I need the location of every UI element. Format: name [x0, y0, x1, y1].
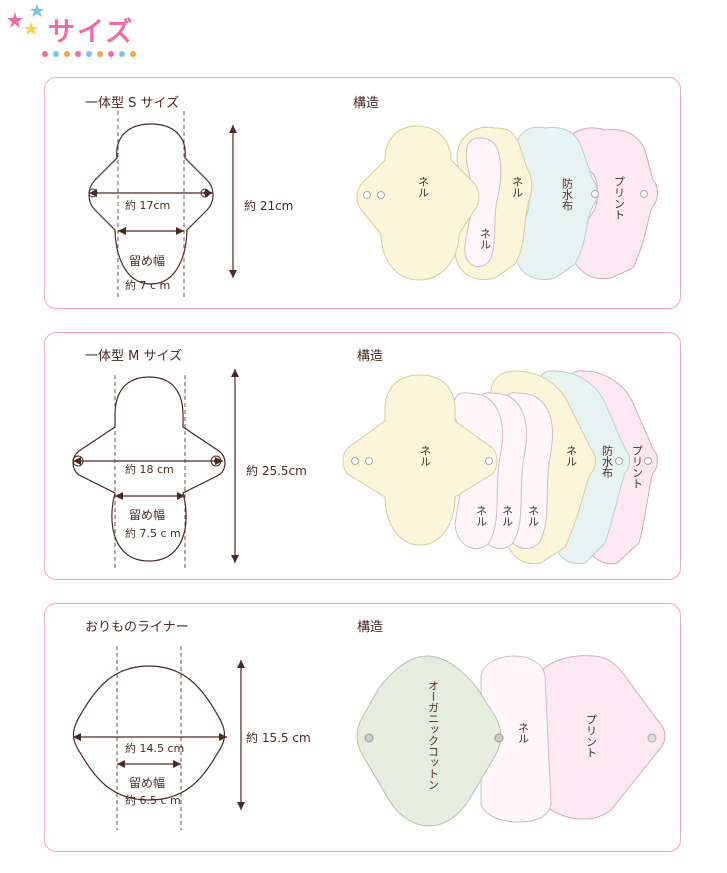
title-stars [7, 4, 44, 35]
layer-label: ネル [565, 445, 578, 467]
snap-width-label: 約 6.5 c m [125, 793, 181, 807]
layer-label: ネル [511, 176, 524, 198]
snap-label: 留め幅 [129, 775, 165, 790]
page-title: サイズ [48, 17, 135, 48]
arrow-icon [118, 227, 184, 235]
size-diagram-m: 約 18 cm 留め幅 約 7.5 c m 約 25.5cm [72, 369, 658, 569]
product-name: 一体型 M サイズ [85, 349, 183, 364]
layer-print [540, 655, 666, 820]
layer-label: 防水布 [561, 177, 574, 212]
layer-label: ネル [419, 445, 432, 467]
arrow-icon [229, 125, 237, 278]
height-label: 約 21cm [244, 198, 293, 213]
layer-flannel-back [454, 126, 533, 280]
layer-label: プリント [613, 176, 626, 220]
pad-outline [72, 665, 226, 801]
product-panel-m: 一体型 M サイズ 構造 約 18 cm 留め幅 約 7.5 c m 約 25.… [44, 332, 681, 580]
size-diagram-s: 約 17cm 留め幅 約 7 c m 約 21cm [88, 111, 658, 300]
arrow-icon [73, 733, 227, 741]
snap-label: 留め幅 [129, 507, 165, 522]
arrow-icon [89, 189, 213, 197]
dot-divider-icon [42, 51, 136, 57]
structure-label: 構造 [353, 96, 380, 111]
product-name: 一体型 S サイズ [85, 96, 180, 111]
layer-label: プリント [631, 445, 644, 489]
product-name: おりものライナー [85, 620, 189, 635]
layer-label: 防水布 [601, 444, 614, 479]
layer-label: ネル [417, 176, 430, 198]
layer-label: オーガニックコットン [427, 680, 440, 790]
star-icon [24, 22, 38, 35]
layer-label: ネル [527, 505, 540, 527]
layer-organic-cotton [356, 655, 504, 827]
arrow-icon [231, 369, 239, 563]
arrow-icon [237, 660, 245, 810]
layer-label: ネル [479, 228, 492, 250]
snap-label: 留め幅 [129, 253, 165, 268]
snap-width-label: 約 7 c m [125, 278, 170, 292]
arrow-icon [117, 760, 181, 768]
layer-flannel-front [356, 125, 480, 281]
layer-flannel [480, 655, 552, 823]
star-icon [30, 4, 44, 17]
pad-outline [72, 376, 226, 562]
arrow-icon [73, 457, 223, 465]
height-label: 約 25.5cm [246, 463, 307, 478]
star-icon [7, 12, 23, 28]
layer-label: プリント [585, 714, 598, 758]
layer-flannel-front [342, 374, 498, 546]
snap-width-label: 約 7.5 c m [125, 526, 181, 540]
height-label: 約 15.5 cm [246, 730, 311, 745]
layer-label: ネル [501, 505, 514, 527]
width-label: 約 18 cm [125, 462, 174, 476]
structure-label: 構造 [357, 620, 384, 635]
width-label: 約 17cm [125, 198, 170, 212]
size-diagram-liner: 約 14.5 cm 留め幅 約 6.5 c m 約 15.5 cm オーガニック… [72, 646, 666, 830]
layer-label: ネル [475, 505, 488, 527]
product-panel-liner: おりものライナー 構造 約 14.5 cm 留め幅 約 6.5 c m 約 15… [44, 603, 681, 852]
width-label: 約 14.5 cm [125, 741, 184, 755]
product-panel-s: 一体型 S サイズ 構造 約 17cm 留め幅 約 7 c m 約 2 [44, 77, 681, 309]
pad-outline [88, 123, 214, 285]
layer-label: ネル [517, 722, 530, 744]
structure-label: 構造 [357, 349, 384, 364]
arrow-icon [115, 492, 185, 500]
